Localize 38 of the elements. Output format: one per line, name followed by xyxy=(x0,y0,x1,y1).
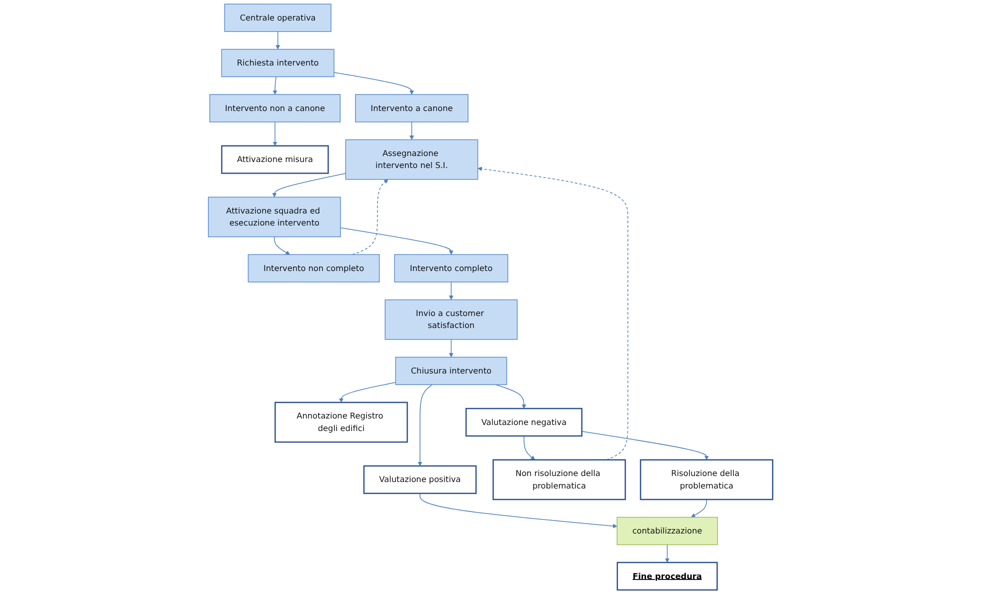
arrow xyxy=(494,384,526,409)
arrow xyxy=(276,31,280,50)
node-box: Attivazione squadra ed esecuzione intervento xyxy=(208,196,341,238)
arrow xyxy=(690,499,707,518)
arrow xyxy=(448,339,454,358)
node-box: Fine procedura xyxy=(616,562,718,591)
node-box: contabilizzazione xyxy=(616,516,718,546)
arrow xyxy=(665,544,670,563)
node-box: Invio a customer satisfaction xyxy=(384,299,518,340)
node-box: Chiusura intervento xyxy=(395,356,508,386)
node-box: Intervento non a canone xyxy=(209,94,341,122)
node-box: Intervento a canone xyxy=(355,94,468,122)
node-box: Annotazione Registro degli edifici xyxy=(274,402,408,443)
node-box: Assegnazione intervento nel S.I. xyxy=(345,139,478,180)
node-box: Intervento non completo xyxy=(248,254,380,282)
arrow xyxy=(272,172,346,198)
arrow xyxy=(274,236,290,255)
arrow xyxy=(272,76,278,95)
arrow xyxy=(340,227,454,255)
arrow xyxy=(352,179,388,255)
node-box: Valutazione positiva xyxy=(363,465,477,494)
node-box: Valutazione negativa xyxy=(465,408,582,437)
arrow xyxy=(339,382,396,403)
node-box: Risoluzione della problematica xyxy=(640,459,774,500)
arrow xyxy=(581,430,709,460)
arrow xyxy=(448,282,454,300)
node-box: Attivazione misura xyxy=(221,145,329,174)
node-box: Richiesta intervento xyxy=(221,48,334,78)
node-box: Non risoluzione della problematica xyxy=(492,459,626,500)
arrow xyxy=(478,166,628,460)
arrow xyxy=(334,72,414,95)
arrow xyxy=(524,436,536,460)
node-box: Centrale operativa xyxy=(224,4,332,32)
arrow xyxy=(420,493,618,528)
arrow xyxy=(410,122,414,140)
arrow xyxy=(418,384,433,466)
arrow xyxy=(272,122,278,146)
node-box: Intervento completo xyxy=(394,254,508,282)
